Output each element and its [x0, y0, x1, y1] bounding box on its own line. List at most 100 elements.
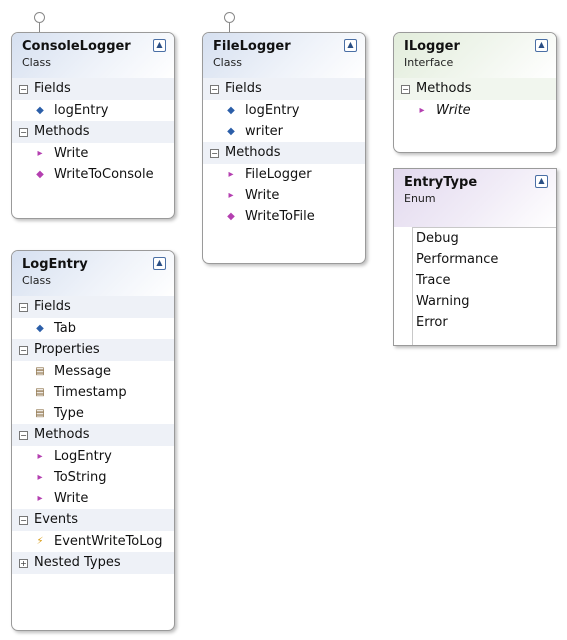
private-method-icon: ◆: [36, 169, 44, 180]
field-item[interactable]: ◆ logEntry: [203, 100, 365, 121]
entrytype-enum-shape[interactable]: EntryType Enum ▲ Debug Performance Trace…: [393, 168, 557, 346]
method-item[interactable]: ▸ FileLogger: [203, 164, 365, 185]
fields-section-header[interactable]: − Fields: [12, 296, 174, 318]
member-name: Write: [245, 188, 280, 203]
section-label: Methods: [34, 427, 90, 442]
interface-lollipop-consolelogger: [34, 12, 45, 23]
enum-value[interactable]: Performance: [416, 252, 499, 267]
member-name: FileLogger: [245, 167, 312, 182]
member-name: Message: [54, 364, 111, 379]
events-section-header[interactable]: − Events: [12, 509, 174, 531]
class-title: ConsoleLogger: [22, 39, 131, 54]
enum-stereotype: Enum: [404, 192, 436, 205]
section-label: Methods: [416, 81, 472, 96]
method-item[interactable]: ◆ WriteToConsole: [12, 164, 174, 185]
class-stereotype: Class: [22, 56, 51, 69]
methods-section-header[interactable]: − Methods: [394, 78, 556, 100]
property-icon: ▤: [35, 408, 45, 419]
event-lightning-icon: ⚡: [36, 536, 44, 547]
methods-section-header[interactable]: − Methods: [12, 121, 174, 143]
collapse-minus-icon[interactable]: −: [210, 149, 219, 158]
fields-section-header[interactable]: − Fields: [12, 78, 174, 100]
enum-value[interactable]: Error: [416, 315, 448, 330]
section-label: Properties: [34, 342, 100, 357]
event-item[interactable]: ⚡ EventWriteToLog: [12, 531, 174, 552]
ilogger-interface-shape[interactable]: ILogger Interface ▲ − Methods ▸ Write: [393, 32, 557, 153]
property-item[interactable]: ▤ Message: [12, 361, 174, 382]
method-item[interactable]: ▸ Write: [394, 100, 556, 121]
member-name: Write: [54, 146, 89, 161]
collapse-chevron-icon[interactable]: ▲: [344, 39, 357, 52]
consolelogger-class-shape[interactable]: ConsoleLogger Class ▲ − Fields ◆ logEntr…: [11, 32, 175, 219]
method-item[interactable]: ▸ ToString: [12, 467, 174, 488]
property-item[interactable]: ▤ Type: [12, 403, 174, 424]
collapse-chevron-icon[interactable]: ▲: [153, 257, 166, 270]
private-field-icon: ◆: [227, 105, 235, 116]
property-icon: ▤: [35, 387, 45, 398]
enum-value[interactable]: Debug: [416, 231, 459, 246]
enum-title: EntryType: [404, 175, 478, 190]
collapse-minus-icon[interactable]: −: [19, 516, 28, 525]
collapse-minus-icon[interactable]: −: [210, 85, 219, 94]
member-name: Type: [54, 406, 84, 421]
enum-values-list: Debug Performance Trace Warning Error: [412, 227, 556, 345]
member-name: Timestamp: [54, 385, 127, 400]
field-item[interactable]: ◆ writer: [203, 121, 365, 142]
private-field-icon: ◆: [36, 323, 44, 334]
public-method-icon: ▸: [37, 493, 43, 504]
enum-value[interactable]: Warning: [416, 294, 470, 309]
member-name: WriteToConsole: [54, 167, 154, 182]
methods-section-header[interactable]: − Methods: [203, 142, 365, 164]
member-name: ToString: [54, 470, 107, 485]
collapse-minus-icon[interactable]: −: [401, 85, 410, 94]
collapse-minus-icon[interactable]: −: [19, 431, 28, 440]
collapse-minus-icon[interactable]: −: [19, 85, 28, 94]
collapse-minus-icon[interactable]: −: [19, 303, 28, 312]
collapse-minus-icon[interactable]: −: [19, 128, 28, 137]
collapse-chevron-icon[interactable]: ▲: [153, 39, 166, 52]
entrytype-header[interactable]: EntryType Enum ▲: [394, 169, 556, 227]
method-item[interactable]: ▸ Write: [12, 143, 174, 164]
member-name: Write: [436, 103, 471, 118]
method-item[interactable]: ▸ LogEntry: [12, 446, 174, 467]
class-stereotype: Class: [213, 56, 242, 69]
class-title: FileLogger: [213, 39, 291, 54]
method-item[interactable]: ▸ Write: [12, 488, 174, 509]
collapse-chevron-icon[interactable]: ▲: [535, 175, 548, 188]
methods-section-header[interactable]: − Methods: [12, 424, 174, 446]
expand-plus-icon[interactable]: +: [19, 559, 28, 568]
fields-section-header[interactable]: − Fields: [203, 78, 365, 100]
public-method-icon: ▸: [37, 148, 43, 159]
section-label: Events: [34, 512, 79, 527]
member-name: logEntry: [54, 103, 109, 118]
logentry-header[interactable]: LogEntry Class ▲: [12, 251, 174, 296]
interface-title: ILogger: [404, 39, 460, 54]
collapse-minus-icon[interactable]: −: [19, 346, 28, 355]
filelogger-class-shape[interactable]: FileLogger Class ▲ − Fields ◆ logEntry ◆…: [202, 32, 366, 264]
method-item[interactable]: ◆ WriteToFile: [203, 206, 365, 227]
member-name: writer: [245, 124, 284, 139]
public-method-icon: ▸: [37, 472, 43, 483]
public-method-icon: ▸: [228, 169, 234, 180]
consolelogger-header[interactable]: ConsoleLogger Class ▲: [12, 33, 174, 78]
field-item[interactable]: ◆ logEntry: [12, 100, 174, 121]
property-icon: ▤: [35, 366, 45, 377]
property-item[interactable]: ▤ Timestamp: [12, 382, 174, 403]
collapse-chevron-icon[interactable]: ▲: [535, 39, 548, 52]
section-label: Methods: [225, 145, 281, 160]
method-item[interactable]: ▸ Write: [203, 185, 365, 206]
private-field-icon: ◆: [36, 105, 44, 116]
field-item[interactable]: ◆ Tab: [12, 318, 174, 339]
section-label: Fields: [34, 81, 71, 96]
enum-value[interactable]: Trace: [416, 273, 451, 288]
interface-stereotype: Interface: [404, 56, 454, 69]
nested-types-section-header[interactable]: + Nested Types: [12, 552, 174, 574]
filelogger-header[interactable]: FileLogger Class ▲: [203, 33, 365, 78]
member-name: LogEntry: [54, 449, 112, 464]
properties-section-header[interactable]: − Properties: [12, 339, 174, 361]
section-label: Nested Types: [34, 555, 121, 570]
public-method-icon: ▸: [37, 451, 43, 462]
ilogger-header[interactable]: ILogger Interface ▲: [394, 33, 556, 78]
interface-lollipop-filelogger: [224, 12, 235, 23]
logentry-class-shape[interactable]: LogEntry Class ▲ − Fields ◆ Tab − Proper…: [11, 250, 175, 631]
